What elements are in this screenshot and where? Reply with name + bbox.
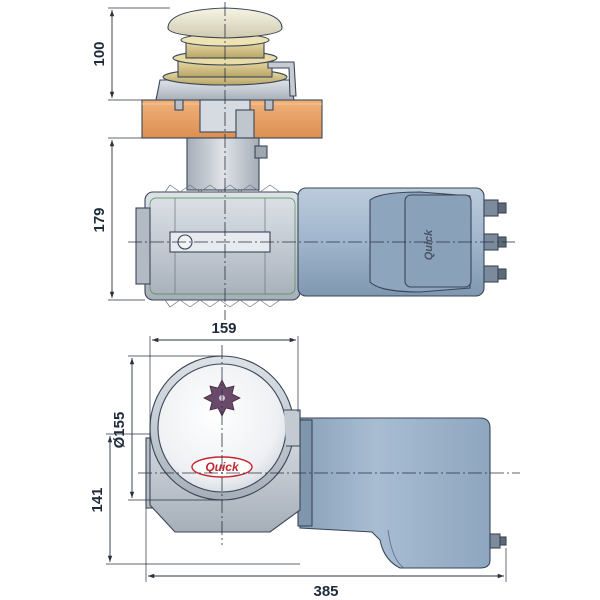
- dimension-label-diameter: Ø155: [111, 412, 128, 449]
- motor-side: Quick: [297, 187, 507, 297]
- dimension-141: 141: [89, 433, 300, 565]
- gearbox-housing: [135, 184, 301, 308]
- shaft-tube: [186, 137, 268, 191]
- dimension-385: 385: [145, 508, 507, 600]
- dimension-100: 100: [91, 7, 170, 101]
- dimension-179: 179: [91, 137, 145, 301]
- dimension-diameter-155: Ø155: [111, 355, 222, 501]
- brand-logo-text: Quick: [205, 460, 240, 474]
- dimension-label-141: 141: [89, 487, 106, 512]
- side-elevation-view: Quick: [128, 2, 515, 320]
- plan-terminal-stud: [489, 533, 507, 549]
- dimension-label-159: 159: [211, 320, 236, 337]
- dimension-label-100: 100: [91, 41, 108, 66]
- motor-logo: Quick: [423, 229, 435, 260]
- motor-plan: [297, 417, 507, 569]
- dimension-label-179: 179: [91, 207, 108, 232]
- gearbox-plan: Quick: [145, 355, 301, 533]
- drum-cap: [167, 7, 283, 39]
- dimension-label-385: 385: [313, 583, 338, 600]
- terminal-studs: [483, 199, 507, 283]
- plan-view: Quick: [138, 345, 520, 569]
- dimension-159: 159: [149, 320, 299, 430]
